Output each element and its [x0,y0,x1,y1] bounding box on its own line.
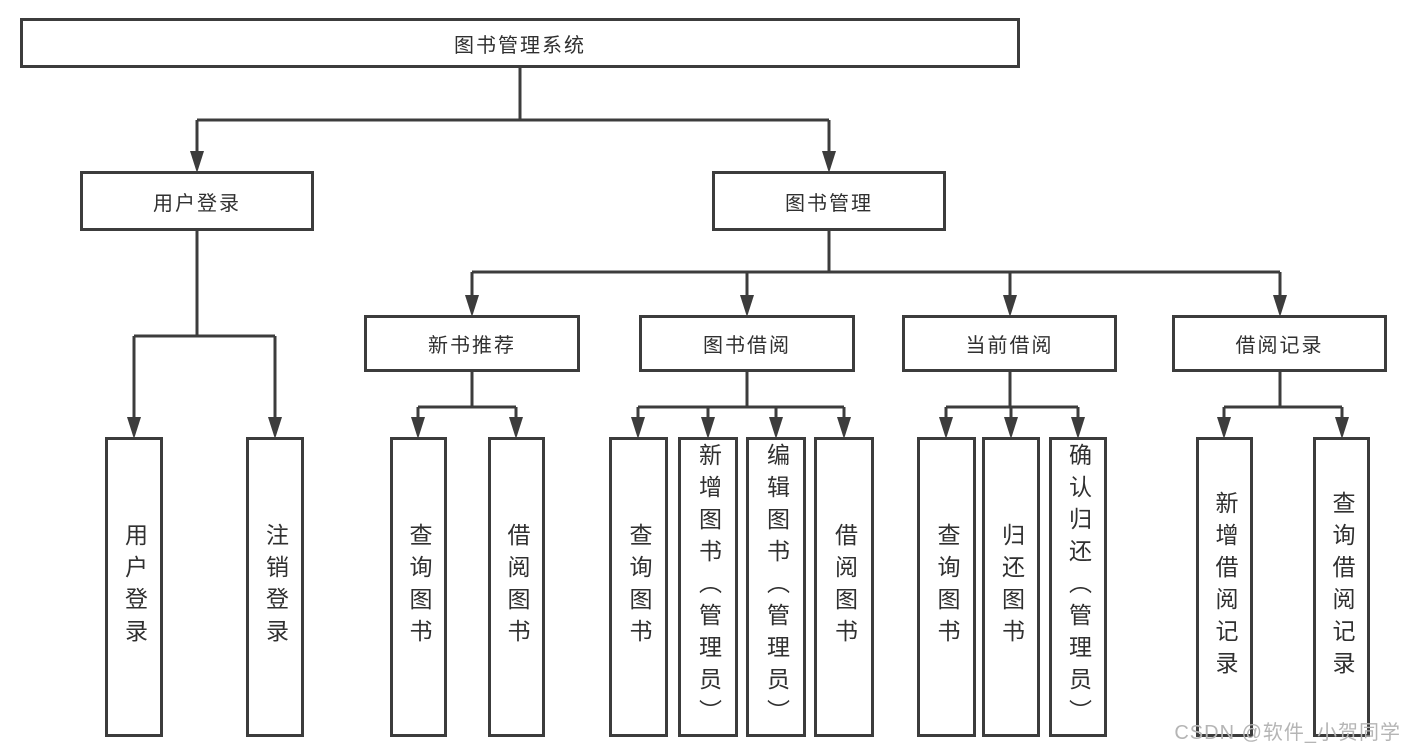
node-new-book-recommend-label: 新书推荐 [428,335,516,357]
leaf-logout: 注销登录 [246,437,304,737]
leaf-records-add-record-label: 新增借阅记录 [1212,491,1238,683]
leaf-current-query-books: 查询图书 [917,437,976,737]
csdn-watermark: CSDN @软件_小贺同学 [1174,722,1401,744]
node-borrow-records-label: 借阅记录 [1235,335,1324,357]
node-book-management: 图书管理 [712,171,946,231]
tree-edges [132,68,1344,420]
node-current-borrow-label: 当前借阅 [965,335,1054,357]
leaf-recommend-query-books: 查询图书 [390,437,447,737]
node-root: 图书管理系统 [20,18,1020,68]
node-root-label: 图书管理系统 [454,34,586,57]
node-book-borrow-label: 图书借阅 [703,335,791,357]
leaf-borrow-query-books-label: 查询图书 [626,523,652,651]
leaf-borrow-edit-books-admin-label: 编辑图书（管理员） [763,443,790,731]
leaf-borrow-edit-books-admin: 编辑图书（管理员） [746,437,806,737]
leaf-records-add-record: 新增借阅记录 [1196,437,1253,737]
leaf-recommend-borrow-books: 借阅图书 [488,437,545,737]
node-borrow-records: 借阅记录 [1172,315,1387,372]
leaf-current-confirm-return-admin-label: 确认归还（管理员） [1065,443,1092,731]
node-new-book-recommend: 新书推荐 [364,315,580,372]
leaf-recommend-borrow-books-label: 借阅图书 [504,523,530,651]
leaf-current-query-books-label: 查询图书 [934,523,960,651]
leaf-borrow-add-books-admin-label: 新增图书（管理员） [695,443,722,731]
leaf-borrow-borrow-books-label: 借阅图书 [831,523,858,651]
node-book-borrow: 图书借阅 [639,315,855,372]
leaf-current-return-books: 归还图书 [982,437,1040,737]
node-current-borrow: 当前借阅 [902,315,1117,372]
leaf-borrow-borrow-books: 借阅图书 [814,437,874,737]
leaf-user-login-label: 用户登录 [121,523,148,651]
leaf-current-return-books-label: 归还图书 [998,523,1025,651]
arrowheads [127,151,1349,439]
leaf-logout-label: 注销登录 [262,523,289,651]
node-user-login-label: 用户登录 [153,192,241,215]
leaf-recommend-query-books-label: 查询图书 [406,523,432,651]
leaf-user-login: 用户登录 [105,437,163,737]
node-user-login: 用户登录 [80,171,314,231]
leaf-borrow-add-books-admin: 新增图书（管理员） [678,437,738,737]
leaf-current-confirm-return-admin: 确认归还（管理员） [1049,437,1107,737]
leaf-records-query-record-label: 查询借阅记录 [1329,491,1355,683]
node-book-management-label: 图书管理 [785,192,873,215]
leaf-records-query-record: 查询借阅记录 [1313,437,1370,737]
leaf-borrow-query-books: 查询图书 [609,437,668,737]
